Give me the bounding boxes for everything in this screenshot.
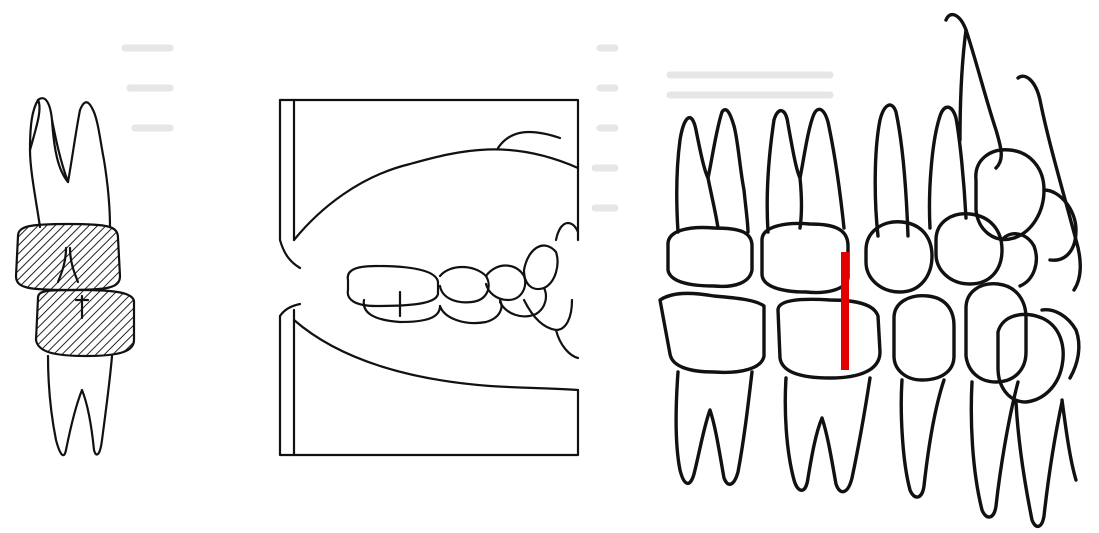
ghost-text-lines: [595, 48, 615, 208]
lower-roots: [676, 372, 1076, 526]
ghost-text-lines: [670, 75, 830, 95]
panel-molar-pair: [0, 0, 175, 533]
lower-cast: [280, 304, 578, 455]
ghost-text-lines: [125, 48, 170, 128]
occluding-teeth: [348, 223, 578, 358]
upper-crowns: [668, 150, 1076, 293]
molar-pair-drawing: [0, 0, 175, 533]
upper-molar: [16, 98, 120, 290]
lower-molar: [36, 290, 134, 455]
panel-arch-occlusion: [630, 0, 1099, 533]
occlusion-marker: [841, 252, 849, 370]
upper-cast: [280, 100, 578, 268]
dental-model-drawing: [260, 0, 620, 533]
arch-occlusion-drawing: [630, 0, 1099, 533]
panel-dental-model: [260, 0, 620, 533]
